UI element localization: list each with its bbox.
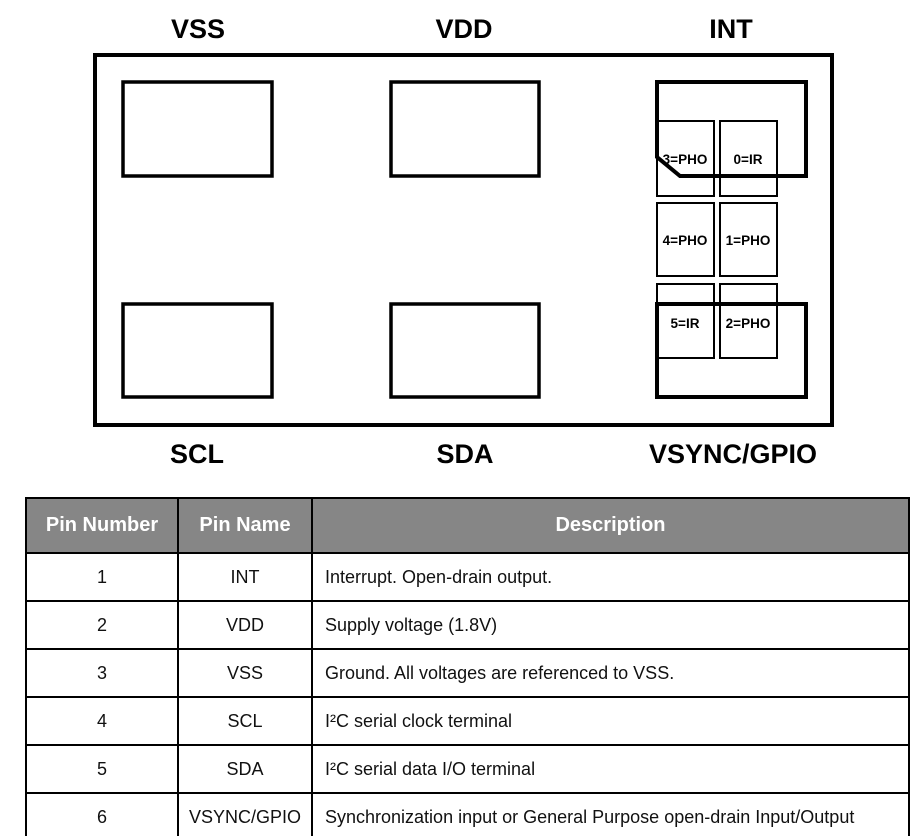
pin-number-cell: 6 [25,792,179,836]
column-header-description: Description [311,497,910,554]
sensor-cell-2-pho [719,283,778,359]
table-row: 1 INT Interrupt. Open-drain output. [25,552,910,602]
pin-number-cell: 1 [25,552,179,602]
pad-vss [121,80,274,178]
sensor-cell-label: 0=IR [734,152,763,167]
pin-number-cell: 4 [25,696,179,746]
sensor-cell-4-pho [656,202,715,277]
pin-description-cell: Interrupt. Open-drain output. [311,552,910,602]
table-row: 6 VSYNC/GPIO Synchronization input or Ge… [25,792,910,836]
pin-description-cell: Synchronization input or General Purpose… [311,792,910,836]
pin-number-cell: 5 [25,744,179,794]
column-header-pin-number: Pin Number [25,497,179,554]
table-row: 3 VSS Ground. All voltages are reference… [25,648,910,698]
pad-scl [121,302,274,399]
table-row: 2 VDD Supply voltage (1.8V) [25,600,910,650]
table-row: 5 SDA I²C serial data I/O terminal [25,744,910,794]
sensor-cell-3-pho [656,120,715,197]
pin-label-sda-bottom: SDA [436,439,493,469]
table-row: 4 SCL I²C serial clock terminal [25,696,910,746]
pin-label-int-top: INT [709,14,753,44]
sensor-cell-label: 3=PHO [663,152,708,167]
pin-label-scl-bottom: SCL [170,439,224,469]
pin-label-vdd-top: VDD [435,14,492,44]
sensor-cell-label: 1=PHO [726,233,771,248]
pin-name-cell: VSS [177,648,313,698]
column-header-pin-name: Pin Name [177,497,313,554]
sensor-cell-label: 5=IR [671,316,700,331]
pin-number-cell: 2 [25,600,179,650]
sensor-cell-0-ir [719,120,778,197]
pin-name-cell: VSYNC/GPIO [177,792,313,836]
pin-description-cell: I²C serial data I/O terminal [311,744,910,794]
sensor-cell-label: 2=PHO [726,316,771,331]
pad-vdd [389,80,541,178]
pin-name-cell: INT [177,552,313,602]
table-header-row: Pin Number Pin Name Description [25,497,910,554]
pin-description-cell: Ground. All voltages are referenced to V… [311,648,910,698]
pin-name-cell: VDD [177,600,313,650]
sensor-cell-label: 4=PHO [663,233,708,248]
pin-label-vsync-gpio-bottom: VSYNC/GPIO [649,439,817,469]
pin-name-cell: SDA [177,744,313,794]
sensor-cell-1-pho [719,202,778,277]
pin-description-table: Pin Number Pin Name Description 1 INT In… [25,497,910,836]
pad-sda [389,302,541,399]
pin-configuration-diagram: VSS VDD INT 3=PHO 0=IR 4=PHO 1=PHO 5=IR … [93,14,834,469]
sensor-cell-5-ir [656,283,715,359]
pin-label-vss-top: VSS [171,14,225,44]
chip-outline [93,53,834,427]
pin-description-cell: Supply voltage (1.8V) [311,600,910,650]
pin-name-cell: SCL [177,696,313,746]
pin-description-cell: I²C serial clock terminal [311,696,910,746]
pin-number-cell: 3 [25,648,179,698]
